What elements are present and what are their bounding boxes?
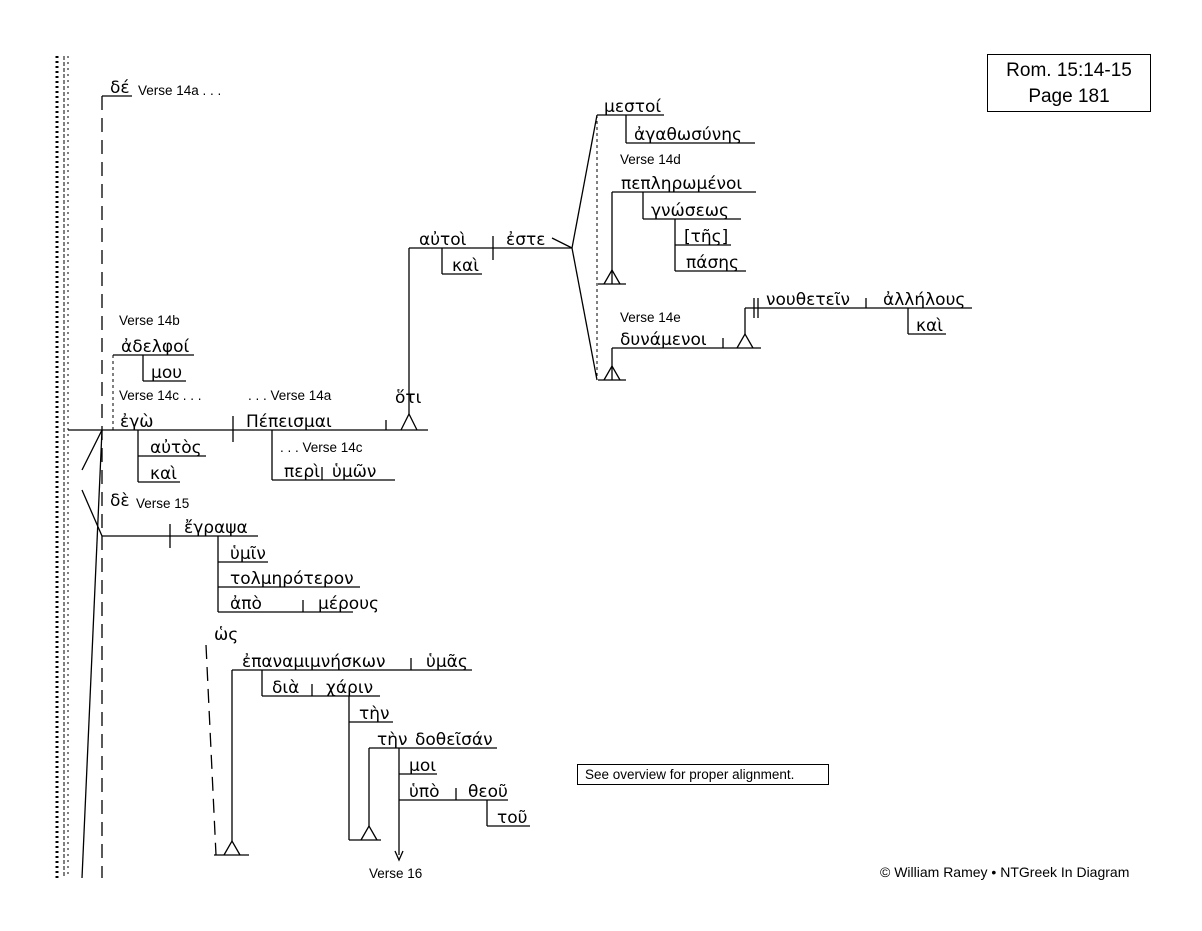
word-hymon: ὑμῶν (332, 462, 376, 482)
word-dia: διὰ (272, 678, 299, 698)
word-pepeismai: Πέπεισμαι (246, 412, 332, 432)
word-peri: περὶ (284, 462, 320, 482)
label-verse-14c-peri: . . . Verse 14c (280, 440, 363, 455)
copyright: © William Ramey • NTGreek In Diagram (880, 864, 1130, 880)
word-hos: ὡς (214, 625, 238, 645)
word-nouthetein: νουθετεῖν (766, 290, 850, 310)
word-kai-allelous: καὶ (916, 316, 943, 336)
label-verse-15: Verse 15 (136, 496, 189, 511)
word-moi: μοι (409, 756, 436, 776)
word-egrapsa: ἔγραψα (184, 518, 248, 538)
reference-box: Rom. 15:14-15 Page 181 (987, 54, 1151, 112)
word-autos: αὐτὸς (150, 438, 202, 458)
reference-title: Rom. 15:14-15 (1006, 60, 1132, 81)
word-merous: μέρους (318, 594, 379, 614)
word-este: ἐστε (506, 230, 545, 250)
word-gnoseos: γνώσεως (651, 201, 729, 221)
word-dotheisan: δοθεῖσάν (415, 730, 493, 750)
word-apo: ἀπὸ (230, 594, 262, 614)
diagram-lines (68, 95, 972, 879)
word-de-15: δὲ (110, 491, 130, 511)
word-mou: μου (151, 363, 182, 383)
word-peplEromenoi: πεπληρωμένοι (621, 174, 742, 194)
word-kai-autos: καὶ (150, 464, 177, 484)
word-ten: τὴν (359, 704, 390, 724)
word-hoti: ὅτι (395, 388, 422, 408)
word-kai-autoi: καὶ (452, 256, 479, 276)
label-verse-14c: Verse 14c . . . (119, 388, 202, 403)
label-verse-14a-top: Verse 14a . . . (138, 83, 221, 98)
word-hymas: ὑμᾶς (426, 652, 468, 672)
word-agathosynes: ἀγαθωσύνης (634, 125, 742, 145)
word-tou: τοῦ (497, 808, 527, 828)
word-charin: χάριν (326, 678, 373, 698)
word-dynamenoi: δυνάμενοι (620, 330, 707, 350)
label-verse-16: Verse 16 (369, 866, 422, 881)
word-hymin: ὑμῖν (230, 544, 266, 564)
label-verse-14a-main: . . . Verse 14a (248, 388, 332, 403)
word-mestoi: μεστοί (604, 97, 661, 117)
word-pases: πάσης (686, 253, 739, 273)
word-autoi: αὐτοὶ (419, 230, 467, 250)
word-epanamimneskon: ἐπαναμιμνήσκων (242, 652, 386, 672)
word-de-top: δέ (110, 78, 130, 98)
word-allelous: ἀλλήλους (883, 290, 965, 310)
word-ego: ἐγὼ (120, 412, 154, 432)
label-verse-14b: Verse 14b (119, 313, 180, 328)
word-hypo: ὑπὸ (409, 782, 439, 802)
word-adelphoi: ἀδελφοί (121, 337, 189, 357)
alignment-note: See overview for proper alignment. (577, 764, 829, 785)
word-theou: θεοῦ (468, 782, 508, 802)
word-tolmeroteron: τολμηρότερον (230, 569, 354, 589)
word-ten2: τὴν (377, 730, 408, 750)
greek-words: δέ ἀδελφοί μου ἐγὼ αὐτὸς καὶ Πέπεισμαι π… (110, 78, 965, 828)
label-verse-14e: Verse 14e (620, 310, 681, 325)
verse-labels: Verse 14a . . . Verse 14b Verse 14c . . … (119, 83, 681, 881)
word-tes: [τῆς] (684, 227, 728, 247)
page-number: Page 181 (1028, 86, 1110, 107)
label-verse-14d: Verse 14d (620, 152, 681, 167)
left-border (55, 56, 69, 878)
